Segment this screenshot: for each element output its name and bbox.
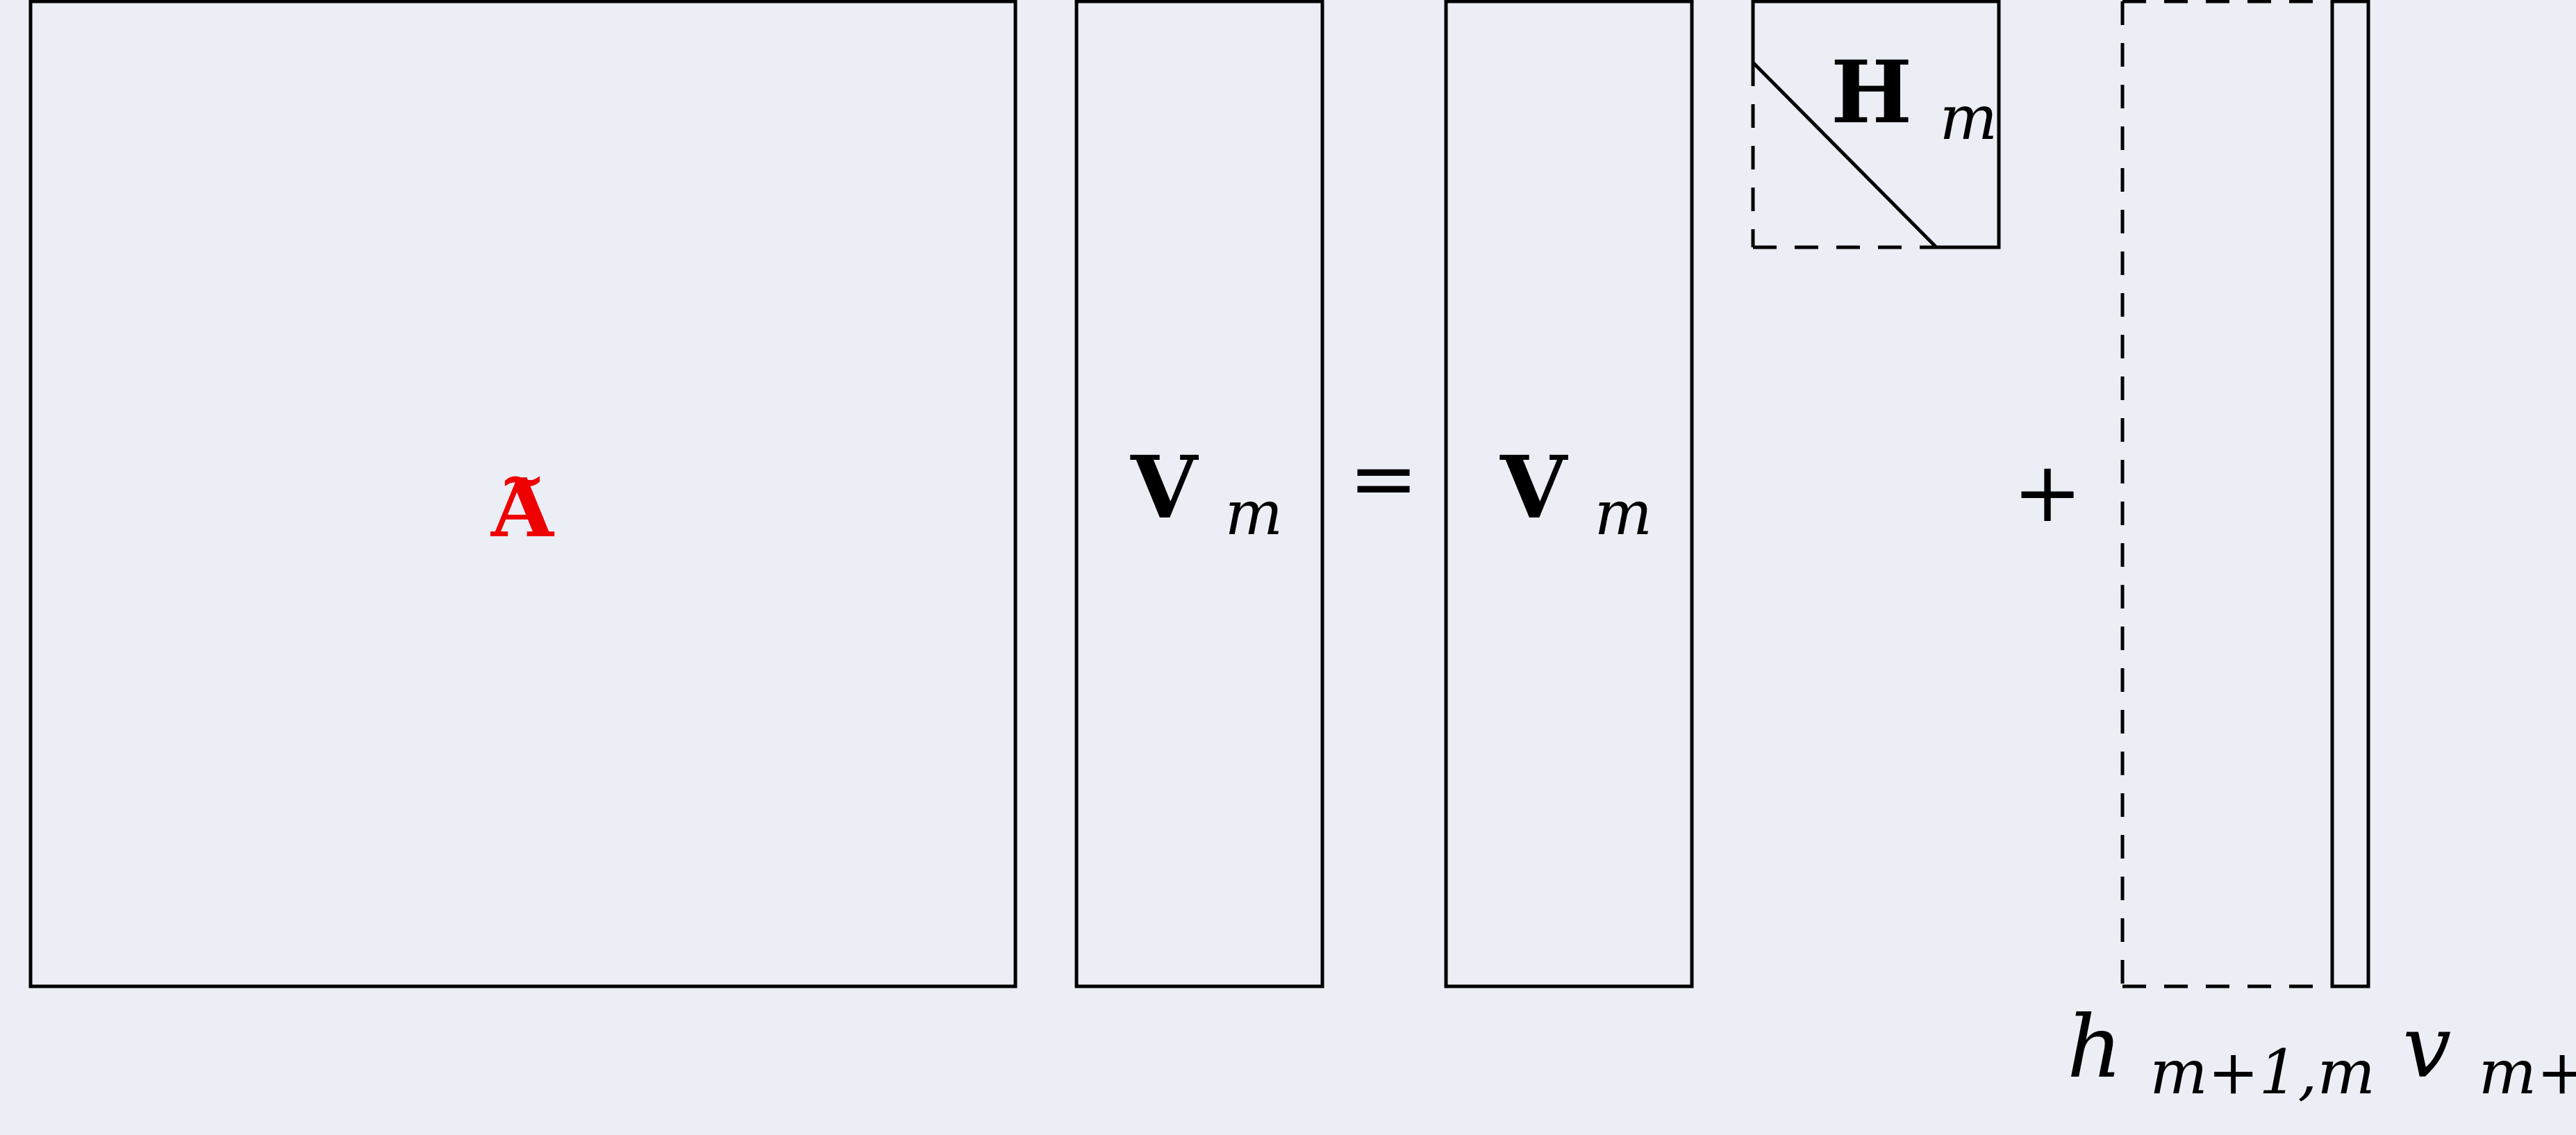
residual-h-symbol: h: [2067, 997, 2122, 1097]
matrix-v-left-symbol: V: [1130, 438, 1199, 538]
matrix-v-right-symbol: V: [1499, 438, 1568, 538]
residual-column-vector: [2330, 0, 2370, 988]
matrix-h-shape: [1751, 0, 2001, 249]
matrix-v-right-label: V m: [1499, 438, 1652, 549]
matrix-v-left-subscript: m: [1225, 477, 1283, 549]
matrix-a-label: A: [490, 461, 555, 556]
residual-label: h m+1,m v m+1: [2067, 997, 2576, 1114]
matrix-v-right-subscript: m: [1595, 477, 1652, 549]
matrix-v-left-box: [1074, 0, 1324, 988]
plus-sign: +: [2013, 445, 2083, 541]
residual-v-subscript: m+1: [2479, 1036, 2576, 1108]
matrix-a-box: [28, 0, 1017, 988]
residual-h-subscript: m+1,m: [2150, 1036, 2375, 1108]
residual-dashed-block: [2120, 0, 2332, 988]
equals-sign: =: [1349, 431, 1419, 527]
matrix-v-left-label: V m: [1130, 438, 1283, 549]
matrix-h-symbol: H: [1831, 42, 1912, 143]
matrix-a-accent: ~: [499, 447, 545, 512]
matrix-h-label: H m: [1831, 42, 1997, 154]
residual-v-symbol: v: [2402, 997, 2451, 1097]
matrix-h-subscript: m: [1940, 82, 1997, 154]
matrix-v-right-box: [1444, 0, 1694, 988]
